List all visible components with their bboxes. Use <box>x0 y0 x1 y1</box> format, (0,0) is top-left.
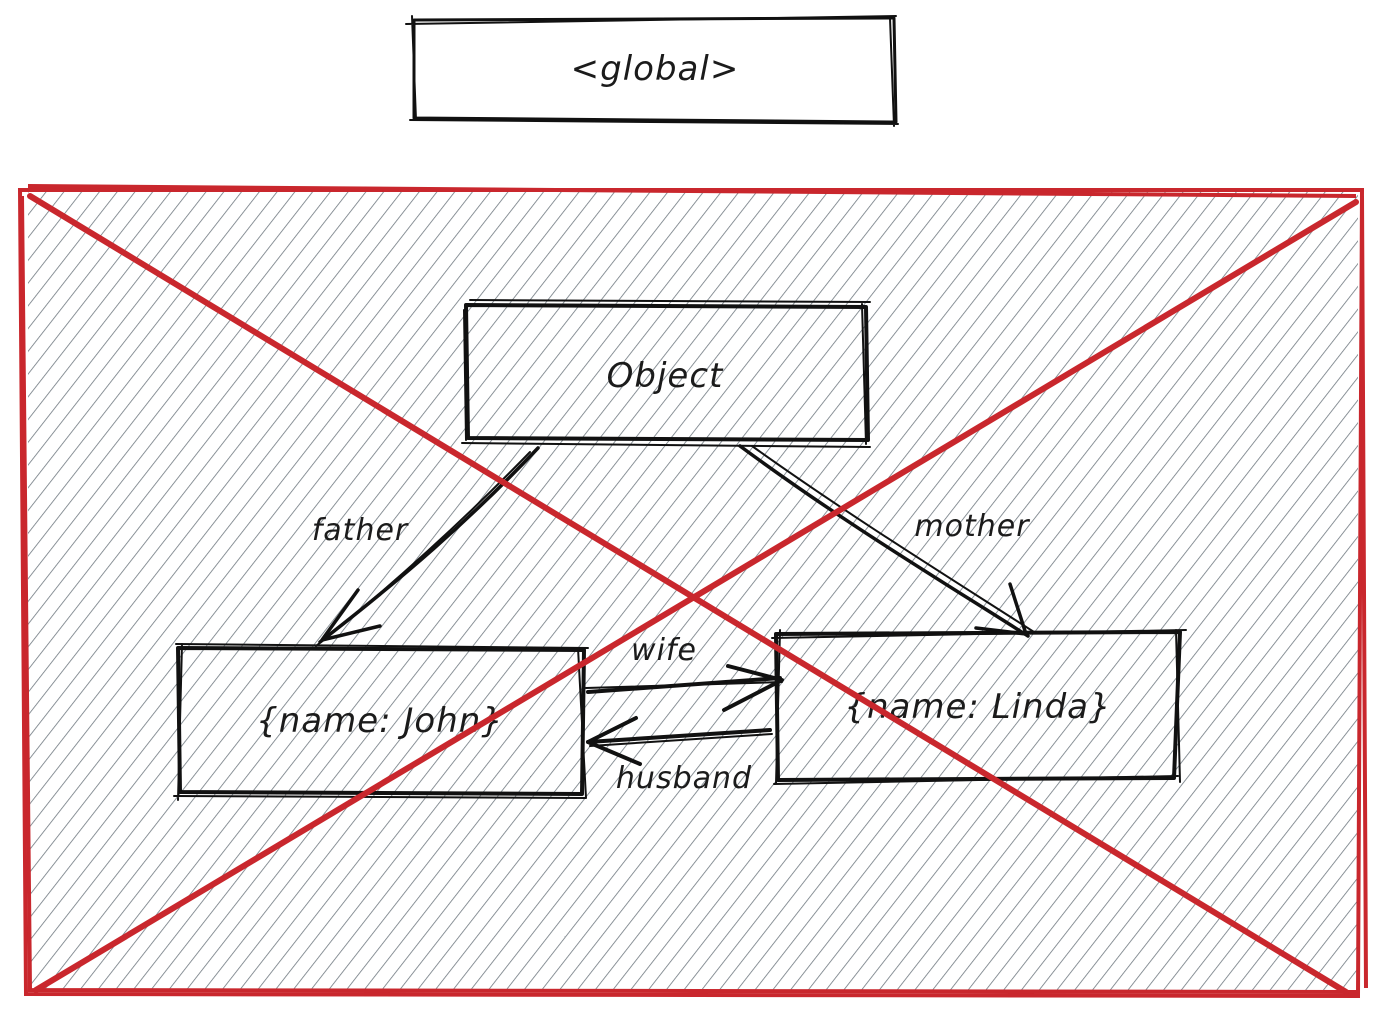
mother-edge: mother <box>738 444 1035 638</box>
john-node: {name: John} <box>173 643 589 801</box>
father-label: father <box>312 513 409 548</box>
wife-label: wife <box>631 633 697 668</box>
wife-arrowhead <box>722 664 784 712</box>
husband-label: husband <box>616 761 752 796</box>
cross-out-mark <box>27 193 1359 995</box>
husband-edge: husband <box>586 716 773 796</box>
father-arrowhead <box>320 588 382 642</box>
inner-diagram: Object {name: John} {name: Linda} father… <box>173 299 1187 801</box>
region-frame <box>17 188 1365 999</box>
object-node: Object <box>461 299 871 448</box>
wife-edge: wife <box>585 633 784 712</box>
global-label: <global> <box>571 49 740 89</box>
hatch-fill <box>28 192 1358 992</box>
crossed-out-region <box>17 184 1368 999</box>
linda-label: {name: Linda} <box>844 687 1111 727</box>
object-label: Object <box>607 356 724 396</box>
father-edge: father <box>312 446 540 647</box>
global-box: <global> <box>405 15 899 127</box>
husband-arrowhead <box>586 716 642 766</box>
cross-line-up <box>33 199 1359 993</box>
linda-node: {name: Linda} <box>771 629 1187 785</box>
mother-arrowhead <box>974 582 1028 636</box>
cross-line-down <box>27 193 1349 995</box>
mother-label: mother <box>914 509 1030 544</box>
